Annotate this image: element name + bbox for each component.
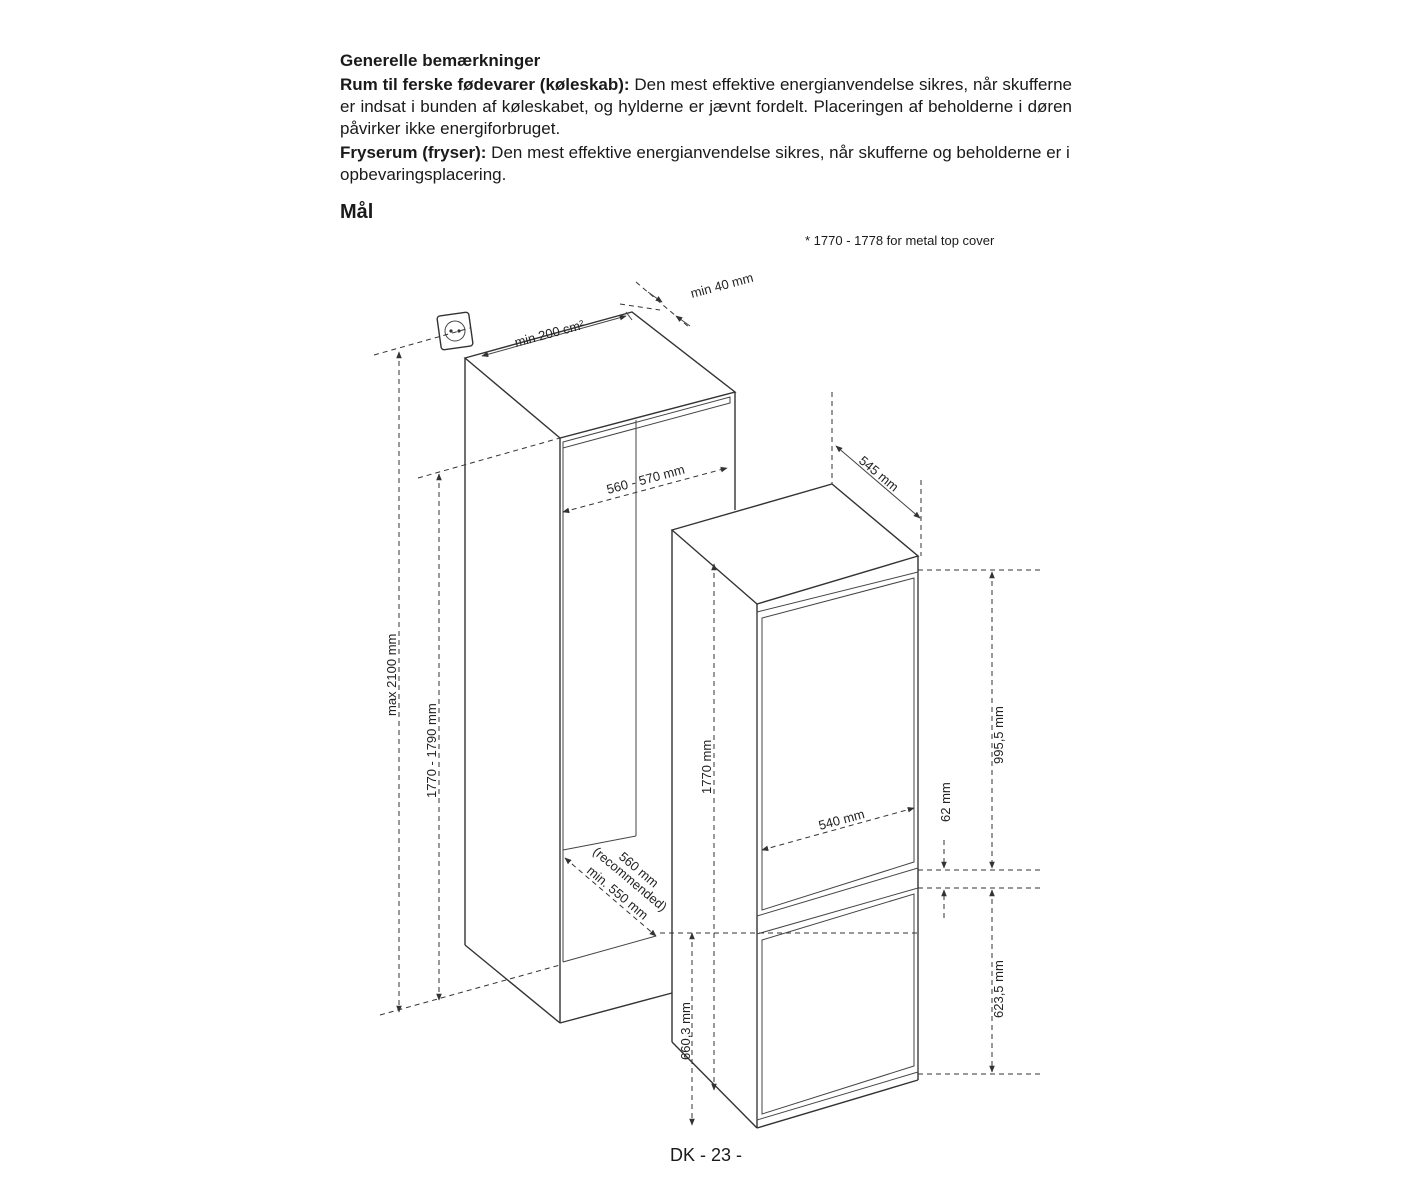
socket-icon [436, 311, 474, 351]
freezer-note: Fryserum (fryser): Den mest effektive en… [340, 142, 1072, 186]
floor-to-split-label: 660,3 mm [678, 1002, 693, 1060]
fridge-appliance [670, 483, 920, 1129]
max-height-label: max 2100 mm [384, 634, 399, 716]
section-title: Mål [340, 201, 374, 223]
appliance-height-label: 1770 mm [699, 740, 714, 794]
freezer-text: Den mest effektive energianvendelse sikr… [340, 143, 1070, 184]
niche-width-label: 560 - 570 mm [605, 462, 686, 497]
footnote: * 1770 - 1778 for metal top cover [805, 233, 995, 248]
freezer-term: Fryserum (fryser): [340, 143, 487, 162]
fridge-text: Den mest effektive energianvendelse sikr… [340, 75, 1072, 138]
appliance-depth-label: 545 mm [856, 453, 902, 495]
vent-gap-label: min 40 mm [689, 270, 755, 301]
fridge-term: Rum til ferske fødevarer (køleskab): [340, 75, 630, 94]
vent-area-label: min 200 cm² [513, 317, 587, 350]
upper-door-label: 995,5 mm [991, 706, 1006, 764]
cabinet-niche [463, 311, 737, 1024]
page-number: DK - 23 - [669, 1145, 743, 1165]
door-gap-label: 62 mm [938, 782, 953, 822]
extension-lines [373, 281, 1042, 1075]
dimension-arrows [396, 291, 995, 1126]
niche-height-label: 1770 - 1790 mm [424, 703, 439, 798]
general-notes: Generelle bemærkninger Rum til ferske fø… [340, 50, 1072, 188]
fridge-note: Rum til ferske fødevarer (køleskab): Den… [340, 74, 1072, 140]
lower-door-label: 623,5 mm [991, 960, 1006, 1018]
appliance-width-label: 540 mm [817, 806, 866, 833]
notes-heading: Generelle bemærkninger [340, 51, 541, 70]
